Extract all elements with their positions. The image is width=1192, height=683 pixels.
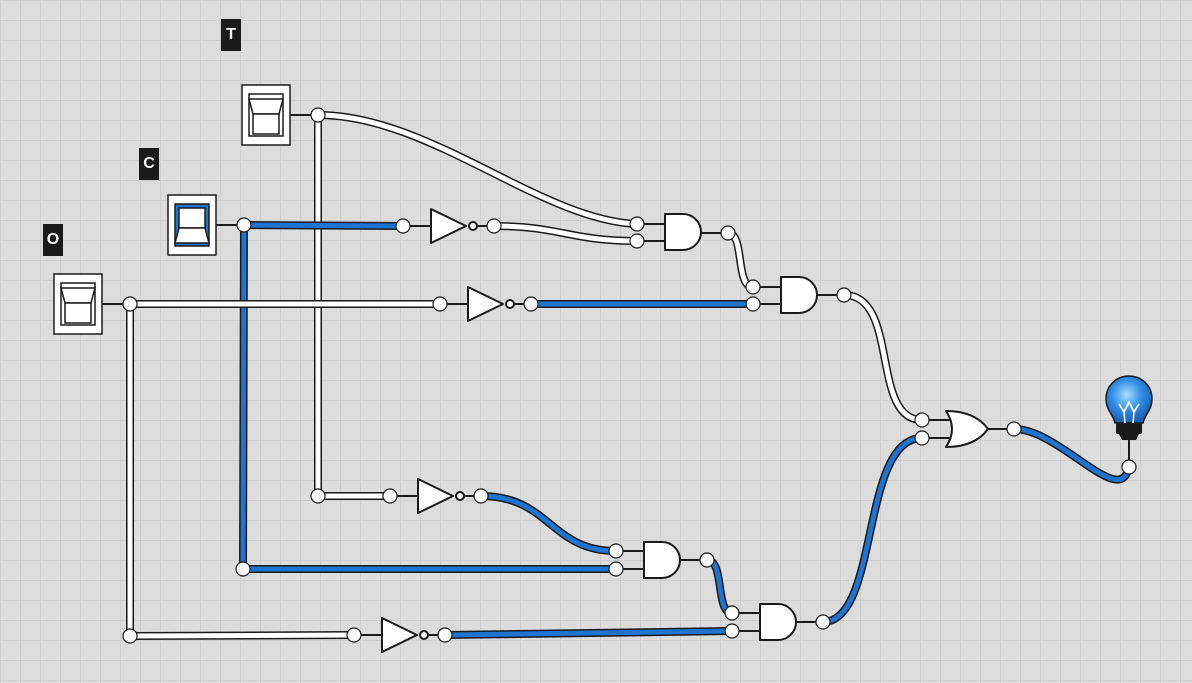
port-and4-in-a[interactable] (724, 605, 740, 621)
and-gate-2[interactable] (753, 276, 844, 314)
wire-not1-to-and1[interactable] (490, 222, 641, 245)
wire-c-vertical[interactable] (239, 221, 248, 573)
port-and2-in-b[interactable] (745, 296, 761, 312)
switch-t[interactable] (241, 84, 318, 146)
port-or-in-b[interactable] (914, 430, 930, 446)
wire-c-to-not1[interactable] (240, 221, 407, 230)
port-c-junction[interactable] (235, 561, 251, 577)
port-not2-in[interactable] (432, 296, 448, 312)
port-and1-in-a[interactable] (629, 216, 645, 232)
port-or-in-a[interactable] (914, 412, 930, 428)
wire-and2-to-or[interactable] (840, 291, 926, 424)
wire-and3-to-and4[interactable] (703, 556, 736, 617)
port-and3-in-a[interactable] (608, 543, 624, 559)
or-gate[interactable] (922, 410, 1014, 448)
port-not1-out[interactable] (486, 218, 502, 234)
light-bulb-icon[interactable] (1105, 375, 1153, 467)
switch-label-o: O (43, 224, 63, 256)
switch-label-c: C (139, 148, 159, 180)
wire-o-to-not4[interactable] (126, 631, 358, 640)
wire-t-to-and1[interactable] (314, 111, 641, 228)
port-and4-out[interactable] (815, 614, 831, 630)
port-and4-in-b[interactable] (724, 623, 740, 639)
wire-or-to-bulb[interactable] (1010, 425, 1133, 484)
and-gate-1[interactable] (637, 213, 728, 251)
port-or-out[interactable] (1006, 421, 1022, 437)
port-bulb-in[interactable] (1121, 459, 1137, 475)
switch-c[interactable] (167, 194, 244, 256)
port-layer (122, 107, 1137, 644)
not-gate-2[interactable] (440, 286, 531, 322)
port-and1-out[interactable] (720, 225, 736, 241)
wire-not3-to-and3[interactable] (477, 492, 620, 555)
port-and3-out[interactable] (699, 552, 715, 568)
switch-o[interactable] (53, 273, 130, 335)
wire-not4-to-and4[interactable] (441, 627, 736, 639)
port-t-junction[interactable] (310, 488, 326, 504)
port-not4-in[interactable] (346, 627, 362, 643)
not-gate-1[interactable] (403, 208, 494, 244)
port-not3-in[interactable] (382, 488, 398, 504)
not-gate-3[interactable] (390, 478, 481, 514)
port-and3-in-b[interactable] (608, 561, 624, 577)
port-not1-in[interactable] (395, 218, 411, 234)
not-gate-4[interactable] (354, 617, 445, 653)
port-not4-out[interactable] (437, 627, 453, 643)
port-t-out[interactable] (310, 107, 326, 123)
port-o-junction[interactable] (122, 628, 138, 644)
port-and2-out[interactable] (836, 287, 852, 303)
port-c-out[interactable] (236, 217, 252, 233)
wire-and1-to-and2[interactable] (724, 229, 757, 291)
and-gate-3[interactable] (616, 541, 707, 579)
port-o-out[interactable] (122, 296, 138, 312)
switch-label-t: T (221, 19, 241, 51)
port-and1-in-b[interactable] (629, 233, 645, 249)
port-not2-out[interactable] (523, 296, 539, 312)
port-and2-in-a[interactable] (745, 279, 761, 295)
port-not3-out[interactable] (473, 488, 489, 504)
wire-layer (126, 111, 1133, 640)
and-gate-4[interactable] (732, 603, 823, 641)
wire-and4-to-or[interactable] (819, 434, 926, 626)
